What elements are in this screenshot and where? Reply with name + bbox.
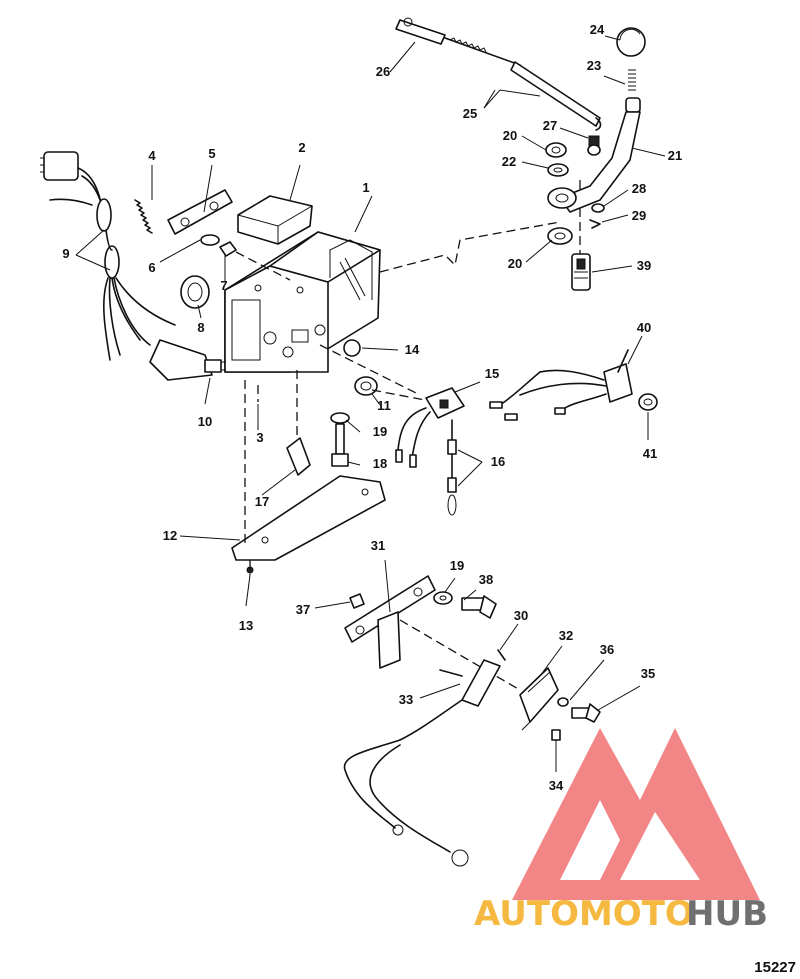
watermark-logo-icon <box>512 728 760 900</box>
part-label: 19 <box>373 424 387 439</box>
part-label: 41 <box>643 446 657 461</box>
part-label: 40 <box>637 320 651 335</box>
linkage-rod <box>395 17 602 131</box>
part-label: 22 <box>502 154 516 169</box>
switch-assembly <box>343 649 601 867</box>
part-label: 20 <box>503 128 517 143</box>
part-label: 16 <box>491 454 505 469</box>
part-label: 34 <box>549 778 564 793</box>
part-label: 11 <box>377 398 391 413</box>
part-label: 27 <box>543 118 557 133</box>
grommets-right <box>343 339 378 396</box>
spring-39 <box>571 253 591 291</box>
part-label: 19 <box>450 558 464 573</box>
part-label: 4 <box>148 148 156 163</box>
part-label: 17 <box>255 494 269 509</box>
part-label: 33 <box>399 692 413 707</box>
part-label: 12 <box>163 528 177 543</box>
part-label: 13 <box>239 618 253 633</box>
part-label: 10 <box>198 414 212 429</box>
base-plate-12 <box>231 475 386 574</box>
part-label: 3 <box>256 430 263 445</box>
bushings-and-clips <box>545 135 605 245</box>
bolts-center <box>286 412 350 476</box>
part-label: 8 <box>197 320 204 335</box>
wire-harness <box>40 151 226 381</box>
part-label: 18 <box>373 456 387 471</box>
throttle-arm <box>547 27 646 213</box>
part-label: 7 <box>220 278 227 293</box>
part-label: 2 <box>298 140 305 155</box>
part-label: 37 <box>296 602 310 617</box>
bracket-31 <box>344 575 497 669</box>
part-label: 38 <box>479 572 493 587</box>
part-label: 28 <box>632 181 646 196</box>
part-label: 14 <box>405 342 420 357</box>
watermark-text-b: HUB <box>686 894 768 934</box>
part-label: 32 <box>559 628 573 643</box>
small-parts-left <box>180 234 237 309</box>
part-label: 5 <box>208 146 215 161</box>
part-label: 29 <box>632 208 646 223</box>
part-label: 9 <box>62 246 69 261</box>
part-label: 6 <box>148 260 155 275</box>
leader-lines <box>75 35 666 772</box>
switch-15 <box>395 387 465 468</box>
part-label: 20 <box>508 256 522 271</box>
part-labels: 1 2 3 4 5 6 7 8 9 10 11 12 13 14 15 16 1… <box>62 22 682 793</box>
toggle-switch-40 <box>489 349 658 421</box>
alignment-lines <box>235 180 581 691</box>
part-label: 24 <box>590 22 605 37</box>
figure-number: 15227 <box>754 959 796 976</box>
part-label: 31 <box>371 538 385 553</box>
part-label: 15 <box>485 366 499 381</box>
watermark-text: AUTOMOTO HUB <box>474 894 768 934</box>
part-label: 39 <box>637 258 651 273</box>
terminal-16 <box>447 419 457 516</box>
part-label: 1 <box>362 180 369 195</box>
part-label: 26 <box>376 64 390 79</box>
part-label: 36 <box>600 642 614 657</box>
box-cover <box>237 195 313 245</box>
watermark-text-a: AUTOMOTO <box>474 894 694 934</box>
part-label: 30 <box>514 608 528 623</box>
plate-and-spring <box>134 189 233 235</box>
part-label: 23 <box>587 58 601 73</box>
part-label: 21 <box>668 148 682 163</box>
part-label: 35 <box>641 666 655 681</box>
part-label: 25 <box>463 106 477 121</box>
